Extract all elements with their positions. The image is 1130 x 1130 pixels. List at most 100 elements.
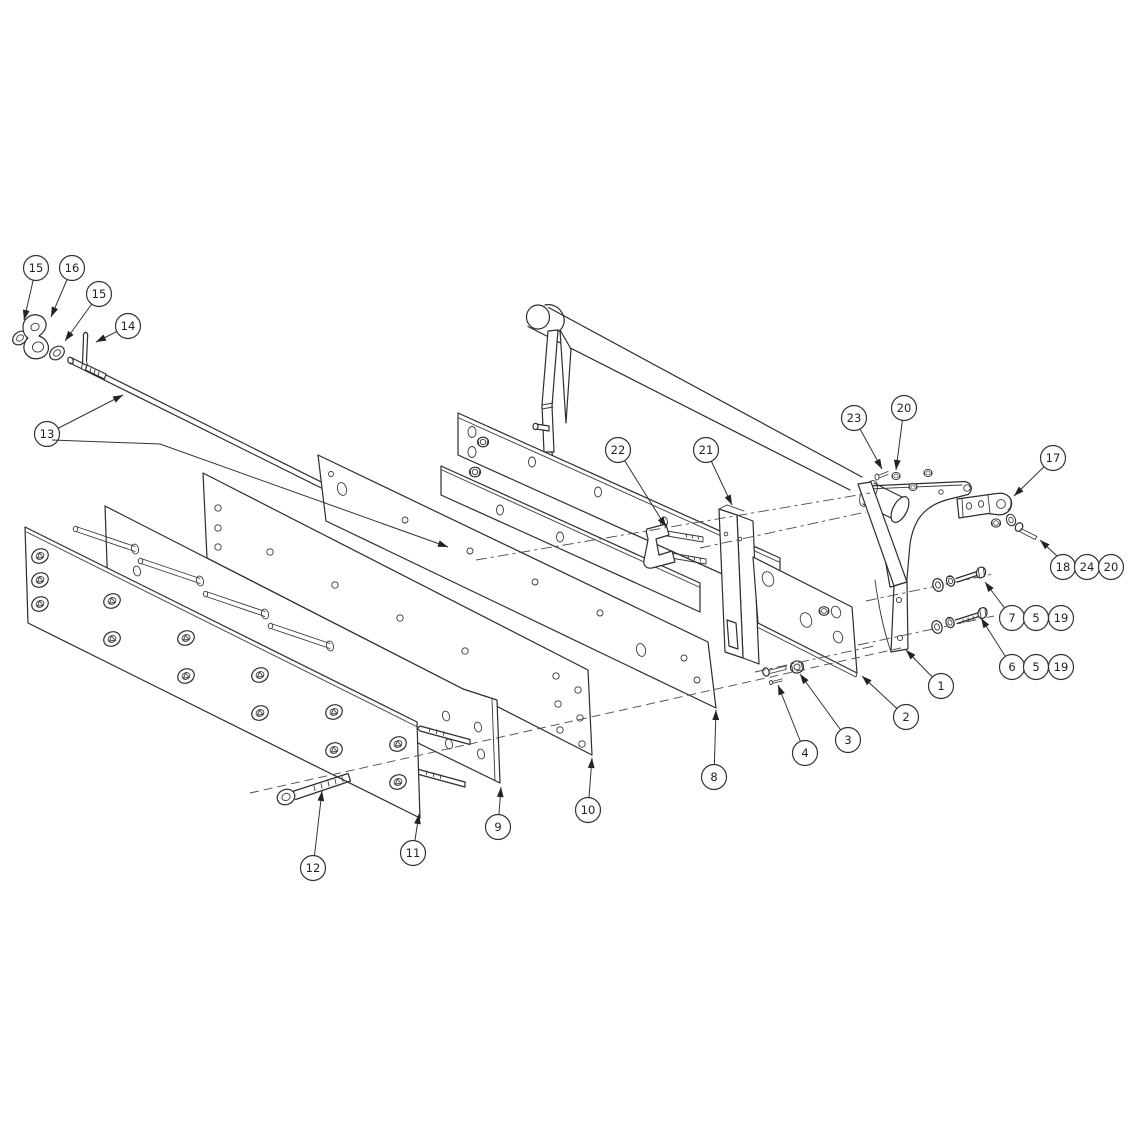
callout-number: 19: [1054, 660, 1069, 674]
callout-number: 19: [1054, 611, 1069, 625]
leader-arrowhead: [437, 540, 448, 547]
clevis-bolt: [1014, 522, 1038, 540]
leader-arrowhead: [51, 306, 59, 317]
lock-washer-icon: [944, 574, 957, 588]
callout-balloon-9: 9: [484, 813, 512, 841]
bar-nut-icon: [468, 466, 482, 478]
leader-arrowhead: [893, 459, 901, 470]
leader-arrowhead: [981, 618, 990, 629]
leader-arrowhead: [1040, 540, 1050, 550]
bolt-set-lower: [857, 607, 995, 646]
callout-number: 6: [1008, 660, 1015, 674]
bar-nut-icon: [476, 436, 490, 448]
washer-icon: [930, 576, 946, 594]
leader-arrowhead: [587, 758, 595, 769]
callout-number: 15: [29, 261, 44, 275]
main-tube: [525, 304, 863, 491]
rear-moldboard-plate: [317, 454, 717, 709]
callout-number: 4: [801, 746, 808, 760]
callout-balloon-8: 8: [700, 763, 728, 791]
channel-bracket: [718, 504, 760, 665]
leader-arrowhead: [906, 650, 916, 660]
callout-balloon-11: 11: [399, 839, 427, 867]
clevis-bracket: [956, 492, 1013, 519]
callout-balloon-20: 20: [890, 394, 918, 422]
callout-number: 5: [1032, 660, 1039, 674]
callout-balloon-15: 15: [22, 254, 50, 282]
bracket-foot: [874, 579, 909, 653]
side-plate: [752, 556, 858, 678]
callout-number: 3: [844, 733, 851, 747]
leader-arrowhead: [724, 494, 732, 505]
nut-icon: [818, 606, 830, 616]
callout-number: 9: [494, 820, 501, 834]
leader-arrowhead: [985, 582, 994, 592]
callout-number: 15: [92, 287, 107, 301]
callout-number: 21: [699, 443, 714, 457]
u-clamp: [643, 523, 707, 569]
small-bolt: [762, 665, 787, 685]
bracket-top-fasteners: [874, 468, 933, 492]
callout-balloon-12: 12: [299, 854, 327, 882]
locknut-icon: [891, 471, 901, 481]
callout-number: 20: [897, 401, 912, 415]
callout-number: 18: [1056, 560, 1071, 574]
leader-arrowhead: [317, 791, 325, 802]
callout-number: 17: [1046, 451, 1061, 465]
callout-number: 22: [611, 443, 626, 457]
leader-arrowhead: [712, 710, 720, 721]
leader-arrowhead: [22, 309, 30, 320]
through-bolt: [413, 768, 466, 788]
callout-number: 7: [1008, 611, 1015, 625]
callout-number: 13: [40, 427, 55, 441]
callout-leader-13: [46, 394, 124, 435]
leader-arrowhead: [778, 685, 785, 696]
alignment-lines: [249, 492, 906, 794]
link-plate: [22, 314, 50, 360]
callout-balloon-7: 7: [998, 604, 1026, 632]
callout-number: 5: [1032, 611, 1039, 625]
plow-bolt: [276, 772, 352, 806]
leader-arrowhead: [414, 814, 421, 825]
callout-balloon-14: 14: [114, 312, 142, 340]
hanger-strap: [532, 304, 572, 472]
washer-icon: [929, 618, 945, 636]
callout-number: 14: [121, 319, 136, 333]
callout-number: 8: [710, 770, 717, 784]
callout-balloon-5: 5: [1022, 653, 1050, 681]
callout-balloon-4: 4: [791, 739, 819, 767]
callout-leader-22: [617, 449, 667, 528]
callout-leader-3: [799, 673, 849, 741]
middle-plate: [202, 472, 593, 756]
callout-balloon-5: 5: [1022, 604, 1050, 632]
callout-balloon-1: 1: [927, 672, 955, 700]
callout-number: 10: [581, 803, 596, 817]
strap-pin: [532, 422, 550, 432]
callout-balloon-16: 16: [58, 254, 86, 282]
leader-arrowhead: [862, 676, 872, 686]
callout-balloon-17: 17: [1039, 444, 1067, 472]
callout-number: 23: [847, 411, 862, 425]
washer-icon: [1004, 512, 1018, 528]
leader-arrowhead: [874, 458, 882, 469]
cotter-pin: [81, 331, 89, 369]
callout-balloon-19: 19: [1047, 604, 1075, 632]
protruding-bolt-shanks: [72, 525, 331, 649]
callout-balloon-24: 24: [1073, 553, 1101, 581]
strap-gusset: [559, 329, 572, 424]
clevis-hardware: [990, 512, 1038, 540]
locknut-icon: [923, 468, 933, 478]
locknut-icon: [908, 482, 918, 492]
callout-number: 16: [65, 261, 80, 275]
callout-balloon-3: 3: [834, 726, 862, 754]
callout-number: 24: [1080, 560, 1095, 574]
leader-arrowhead: [65, 330, 74, 341]
callout-balloon-20: 20: [1097, 553, 1125, 581]
callout-balloon-18: 18: [1049, 553, 1077, 581]
through-bolt: [416, 725, 471, 746]
washer-lower-left: [49, 345, 65, 361]
callout-balloon-13: 13: [33, 420, 61, 448]
callout-number: 11: [406, 846, 421, 860]
callout-number: 1: [937, 679, 944, 693]
